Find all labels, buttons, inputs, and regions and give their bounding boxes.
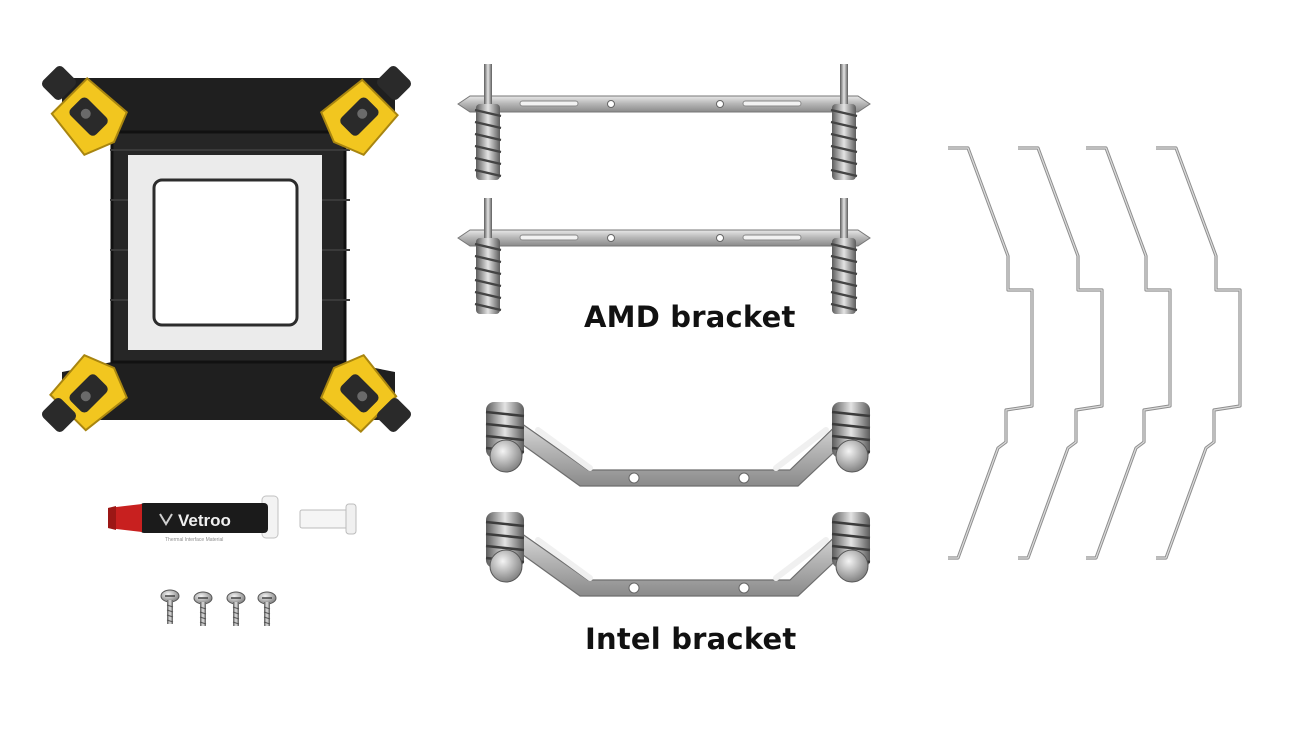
amd-bracket bbox=[458, 198, 870, 314]
wire-clip bbox=[1084, 146, 1172, 560]
intel-bracket-caption: Intel bracket bbox=[585, 622, 797, 656]
paste-brand-text: Vetroo bbox=[178, 511, 231, 530]
screw bbox=[193, 591, 213, 627]
screw bbox=[226, 591, 246, 627]
intel-bracket bbox=[486, 512, 870, 596]
screw bbox=[257, 591, 277, 627]
paste-subtitle-text: Thermal Interface Material bbox=[165, 537, 223, 543]
wire-clip bbox=[946, 146, 1034, 560]
thermal-paste-syringe: Vetroo Thermal Interface Material bbox=[108, 495, 357, 543]
screw-set bbox=[160, 589, 277, 627]
amd-bracket bbox=[458, 64, 870, 180]
intel-bracket bbox=[486, 402, 870, 486]
screw bbox=[160, 589, 180, 625]
amd-bracket-caption: AMD bracket bbox=[584, 300, 796, 334]
mounting-backplate bbox=[41, 65, 412, 436]
